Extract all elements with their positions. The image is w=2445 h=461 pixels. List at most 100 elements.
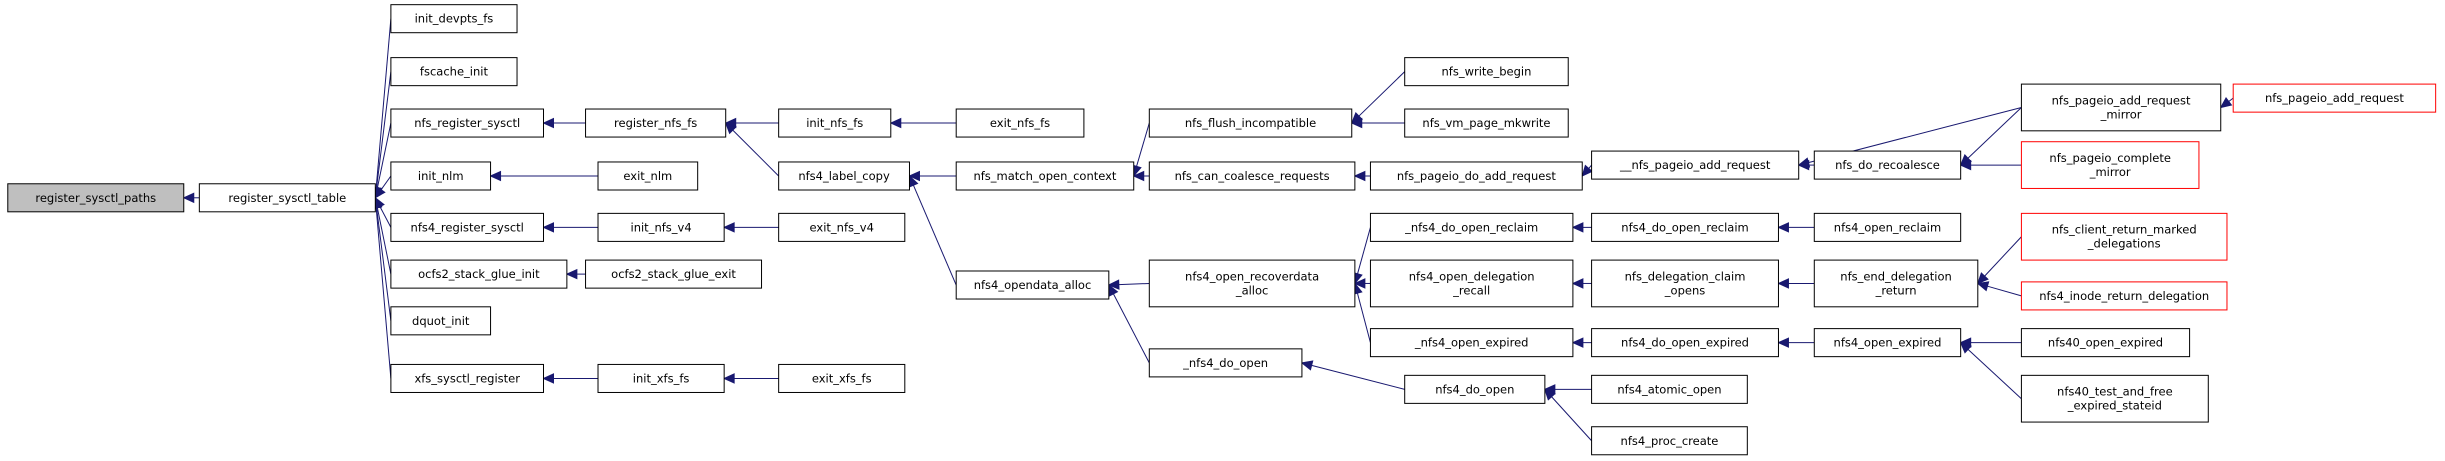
- function-node[interactable]: init_xfs_fs: [597, 363, 725, 393]
- function-node[interactable]: nfs_register_sysctl: [390, 108, 545, 138]
- function-node-box: [1369, 212, 1574, 242]
- function-node[interactable]: ocfs2_stack_glue_init: [390, 259, 568, 289]
- function-name-label: register_sysctl_table: [228, 191, 346, 205]
- function-node[interactable]: register_sysctl_paths: [7, 183, 185, 213]
- function-node[interactable]: register_sysctl_table: [198, 183, 376, 213]
- call-edge: [376, 71, 392, 188]
- function-node[interactable]: nfs4_do_open: [1404, 374, 1546, 404]
- function-name-label: nfs4_atomic_open: [1617, 382, 1721, 396]
- function-name-label: _delegations: [2087, 237, 2161, 251]
- function-name-label: exit_nlm: [623, 169, 672, 183]
- function-node[interactable]: nfs4_inode_return_delegation: [2020, 281, 2228, 311]
- function-name-label: ocfs2_stack_glue_init: [418, 267, 540, 281]
- function-node-box: [390, 212, 545, 242]
- function-name-label: __nfs_pageio_add_request: [1619, 158, 1771, 172]
- function-node[interactable]: init_nlm: [390, 161, 492, 191]
- function-node[interactable]: init_nfs_v4: [597, 212, 725, 242]
- function-node[interactable]: ocfs2_stack_glue_exit: [585, 259, 763, 289]
- function-node[interactable]: nfs4_proc_create: [1591, 426, 1748, 456]
- function-node-box: [585, 259, 763, 289]
- function-node[interactable]: register_nfs_fs: [585, 108, 727, 138]
- function-name-label: nfs4_open_reclaim: [1834, 220, 1941, 234]
- function-node[interactable]: fscache_init: [390, 57, 518, 87]
- call-edge-arrowhead: [1107, 279, 1120, 290]
- function-name-label: nfs4_do_open_expired: [1621, 336, 1749, 350]
- function-node[interactable]: nfs4_register_sysctl: [390, 212, 545, 242]
- function-node[interactable]: nfs_end_delegation_return: [1813, 259, 1979, 308]
- function-node[interactable]: nfs_do_recoalesce: [1813, 150, 1962, 180]
- function-node[interactable]: nfs4_do_open_reclaim: [1591, 212, 1779, 242]
- function-node[interactable]: dquot_init: [390, 306, 492, 336]
- function-node[interactable]: nfs_client_return_marked_delegations: [2020, 212, 2228, 261]
- function-name-label: nfs_register_sysctl: [414, 116, 520, 130]
- function-node[interactable]: init_devpts_fs: [390, 4, 518, 34]
- function-name-label: nfs4_opendata_alloc: [974, 278, 1092, 292]
- function-node[interactable]: nfs4_open_recoverdata_alloc: [1148, 259, 1356, 308]
- call-edge-arrowhead: [1544, 388, 1556, 401]
- function-name-label: exit_xfs_fs: [812, 371, 872, 385]
- function-name-label: nfs_delegation_claim: [1625, 269, 1746, 283]
- function-node[interactable]: nfs4_do_open_expired: [1591, 328, 1779, 358]
- function-node-box: [1369, 161, 1583, 191]
- call-edge-arrowhead: [1353, 170, 1366, 182]
- function-name-label: xfs_sysctl_register: [414, 371, 520, 385]
- function-node[interactable]: nfs_flush_incompatible: [1148, 108, 1353, 138]
- function-node-box: [955, 270, 1110, 300]
- function-node-box: [778, 108, 892, 138]
- call-edge-arrowhead: [1581, 164, 1594, 177]
- function-node[interactable]: nfs_pageio_complete_mirror: [2020, 141, 2200, 189]
- function-node[interactable]: nfs_pageio_add_request: [2232, 83, 2437, 113]
- function-node[interactable]: nfs4_open_reclaim: [1813, 212, 1962, 242]
- call-edge: [1356, 292, 1371, 343]
- function-node[interactable]: exit_xfs_fs: [778, 363, 906, 393]
- function-node[interactable]: nfs40_test_and_free_expired_stateid: [2020, 374, 2209, 423]
- function-node[interactable]: nfs4_label_copy: [778, 161, 910, 191]
- function-node-box: [1813, 150, 1962, 180]
- call-edge-arrowhead: [1571, 337, 1584, 348]
- function-node[interactable]: nfs40_open_expired: [2020, 328, 2191, 358]
- function-name-label: nfs_pageio_do_add_request: [1397, 169, 1556, 183]
- function-name-label: nfs_match_open_context: [973, 169, 1116, 183]
- function-node[interactable]: nfs_pageio_add_request_mirror: [2020, 83, 2222, 132]
- function-node[interactable]: nfs_vm_page_mkwrite: [1404, 108, 1569, 138]
- function-node[interactable]: exit_nfs_v4: [778, 212, 906, 242]
- function-node-box: [390, 4, 518, 34]
- call-graph-edges: [182, 18, 2234, 442]
- function-node-box: [390, 306, 492, 336]
- function-node[interactable]: nfs_match_open_context: [955, 161, 1135, 191]
- function-node[interactable]: _nfs4_do_open_reclaim: [1369, 212, 1574, 242]
- function-node[interactable]: nfs_delegation_claim_opens: [1591, 259, 1779, 308]
- function-node[interactable]: nfs_can_coalesce_requests: [1148, 161, 1356, 191]
- call-edge-arrowhead: [542, 117, 555, 129]
- function-node-box: [1404, 374, 1546, 404]
- function-node[interactable]: nfs4_opendata_alloc: [955, 270, 1110, 300]
- call-edge-arrowhead: [1571, 222, 1584, 233]
- function-name-label: nfs_flush_incompatible: [1185, 116, 1316, 130]
- call-edge: [375, 207, 392, 379]
- function-name-label: _mirror: [2089, 165, 2131, 179]
- function-name-label: _recall: [1452, 283, 1490, 297]
- call-edge-arrowhead: [182, 192, 195, 204]
- function-node[interactable]: _nfs4_open_expired: [1369, 328, 1574, 358]
- call-edge-arrowhead: [1959, 341, 1972, 354]
- function-node[interactable]: xfs_sysctl_register: [390, 363, 545, 393]
- function-node[interactable]: exit_nfs_fs: [955, 108, 1085, 138]
- function-node-box: [1813, 259, 1979, 308]
- function-name-label: init_nfs_fs: [806, 116, 863, 130]
- function-node[interactable]: __nfs_pageio_add_request: [1591, 150, 1800, 180]
- call-edge: [1967, 349, 2022, 400]
- call-edge: [1987, 285, 2022, 297]
- function-node[interactable]: _nfs4_do_open: [1148, 348, 1303, 378]
- call-edge: [1967, 107, 2022, 159]
- call-edge: [1984, 236, 2022, 277]
- function-node[interactable]: nfs_pageio_do_add_request: [1369, 161, 1583, 191]
- function-node[interactable]: nfs4_open_expired: [1813, 328, 1962, 358]
- function-node[interactable]: exit_nlm: [597, 161, 699, 191]
- call-edge: [380, 175, 392, 190]
- function-node[interactable]: nfs_write_begin: [1404, 57, 1569, 87]
- function-node[interactable]: nfs4_atomic_open: [1591, 374, 1748, 404]
- function-node-box: [198, 183, 376, 213]
- call-edge: [1118, 282, 1150, 286]
- function-node[interactable]: init_nfs_fs: [778, 108, 892, 138]
- function-node[interactable]: nfs4_open_delegation_recall: [1369, 259, 1574, 308]
